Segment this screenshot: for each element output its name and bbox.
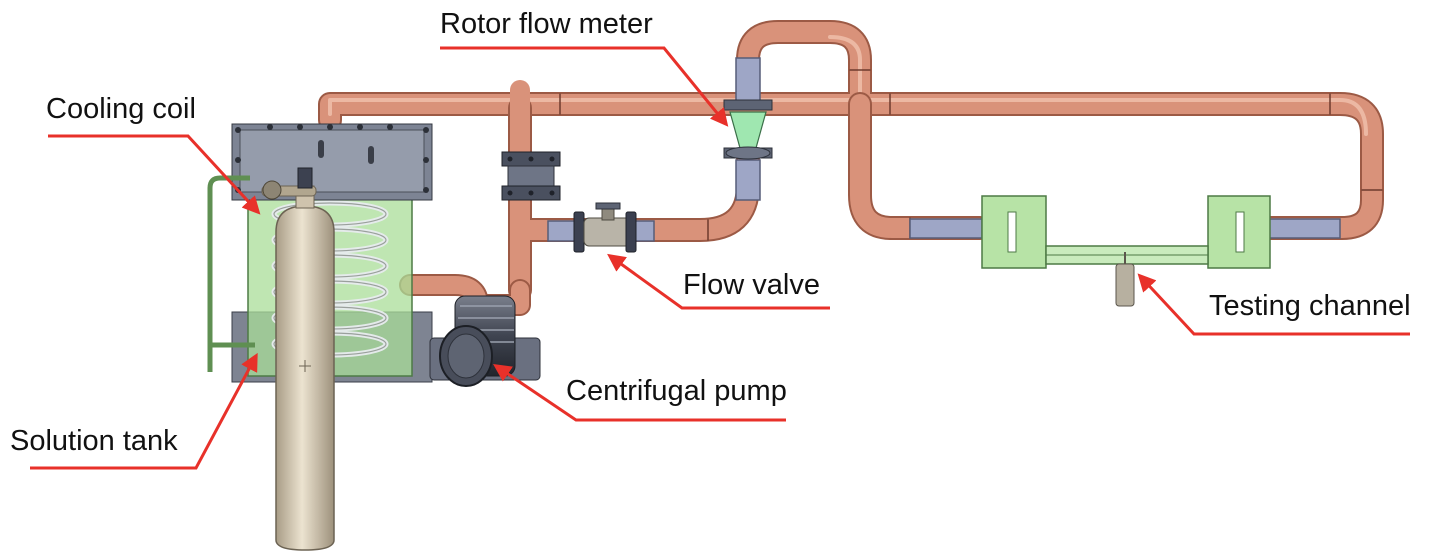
leader-solution-tank: [30, 352, 258, 470]
label-centrifugal-pump: Centrifugal pump: [566, 375, 787, 407]
leader-centrifugal-pump: [493, 363, 786, 422]
riser-flange: [501, 151, 561, 201]
return-pipe: [848, 92, 992, 240]
label-rotor-flow-meter: Rotor flow meter: [440, 8, 653, 40]
testing-channel: [981, 195, 1271, 307]
leader-rotor-flow-meter: [440, 46, 729, 127]
annotation-leaders: [30, 46, 1410, 470]
annotation-labels: Rotor flow meter Cooling coil Flow valve…: [10, 8, 1411, 457]
label-flow-valve: Flow valve: [683, 269, 820, 301]
flow-valve: [573, 202, 637, 253]
label-solution-tank: Solution tank: [10, 425, 178, 457]
gas-cylinder: [261, 167, 335, 551]
label-testing-channel: Testing channel: [1209, 290, 1411, 322]
leader-testing-channel: [1137, 273, 1410, 336]
label-cooling-coil: Cooling coil: [46, 93, 196, 125]
leader-cooling-coil: [48, 134, 261, 215]
rotor-flow-meter: [723, 99, 773, 160]
leader-flow-valve: [607, 253, 830, 310]
